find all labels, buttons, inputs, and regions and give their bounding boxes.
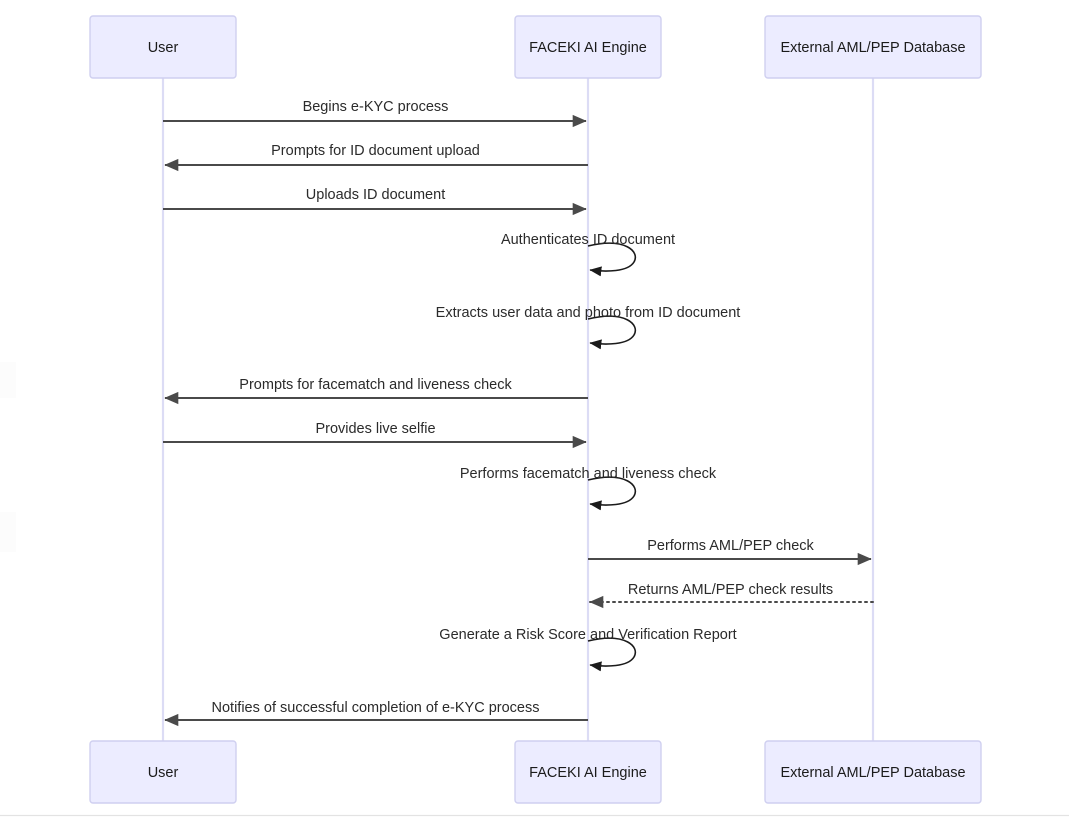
message-label: Returns AML/PEP check results [628, 582, 833, 598]
actor-faceki-top[interactable]: FACEKI AI Engine [514, 15, 662, 79]
self-loop-arrow [587, 315, 637, 350]
actor-label-aml: External AML/PEP Database [780, 765, 965, 781]
message-m6: Prompts for facematch and liveness check [164, 377, 588, 405]
actor-aml-bottom[interactable]: External AML/PEP Database [764, 740, 982, 804]
actor-faceki-bottom[interactable]: FACEKI AI Engine [514, 740, 662, 804]
message-label: Generate a Risk Score and Verification R… [439, 627, 736, 643]
actor-box-rect [89, 740, 237, 804]
actor-box-rect [89, 15, 237, 79]
actor-user-bottom[interactable]: User [89, 740, 237, 804]
actor-label-user: User [148, 765, 179, 781]
message-m4: Authenticates ID document [501, 232, 675, 277]
self-loop-arrow [587, 242, 637, 277]
message-m5: Extracts user data and photo from ID doc… [436, 305, 741, 350]
actor-box-rect [514, 740, 662, 804]
message-label: Performs facematch and liveness check [460, 466, 717, 482]
self-loop-arrow [587, 637, 637, 672]
message-label: Prompts for facematch and liveness check [239, 377, 512, 393]
background-artifacts [0, 362, 16, 552]
actor-box-rect [764, 740, 982, 804]
message-label: Extracts user data and photo from ID doc… [436, 305, 741, 321]
message-m10: Returns AML/PEP check results [589, 582, 874, 609]
message-label: Authenticates ID document [501, 232, 675, 248]
actor-box-rect [514, 15, 662, 79]
message-m3: Uploads ID document [163, 187, 587, 216]
actor-label-aml: External AML/PEP Database [780, 40, 965, 56]
actor-label-user: User [148, 40, 179, 56]
message-label: Prompts for ID document upload [271, 143, 480, 159]
message-label: Notifies of successful completion of e-K… [212, 700, 540, 716]
message-label: Begins e-KYC process [303, 99, 449, 115]
message-m12: Notifies of successful completion of e-K… [164, 700, 588, 727]
message-label: Provides live selfie [315, 421, 435, 437]
message-m11: Generate a Risk Score and Verification R… [439, 627, 737, 672]
actor-user-top[interactable]: User [89, 15, 237, 79]
actor-label-faceki: FACEKI AI Engine [529, 765, 647, 781]
message-m8: Performs facematch and liveness check [460, 466, 717, 511]
message-m2: Prompts for ID document upload [164, 143, 588, 172]
message-label: Performs AML/PEP check [647, 538, 814, 554]
lifelines-group [161, 78, 875, 741]
actor-label-faceki: FACEKI AI Engine [529, 40, 647, 56]
message-m1: Begins e-KYC process [163, 99, 587, 128]
self-loop-arrow [587, 476, 637, 511]
actor-aml-top[interactable]: External AML/PEP Database [764, 15, 982, 79]
actor-box-rect [764, 15, 982, 79]
message-label: Uploads ID document [306, 187, 445, 203]
message-m7: Provides live selfie [163, 421, 587, 449]
message-m9: Performs AML/PEP check [588, 538, 872, 566]
